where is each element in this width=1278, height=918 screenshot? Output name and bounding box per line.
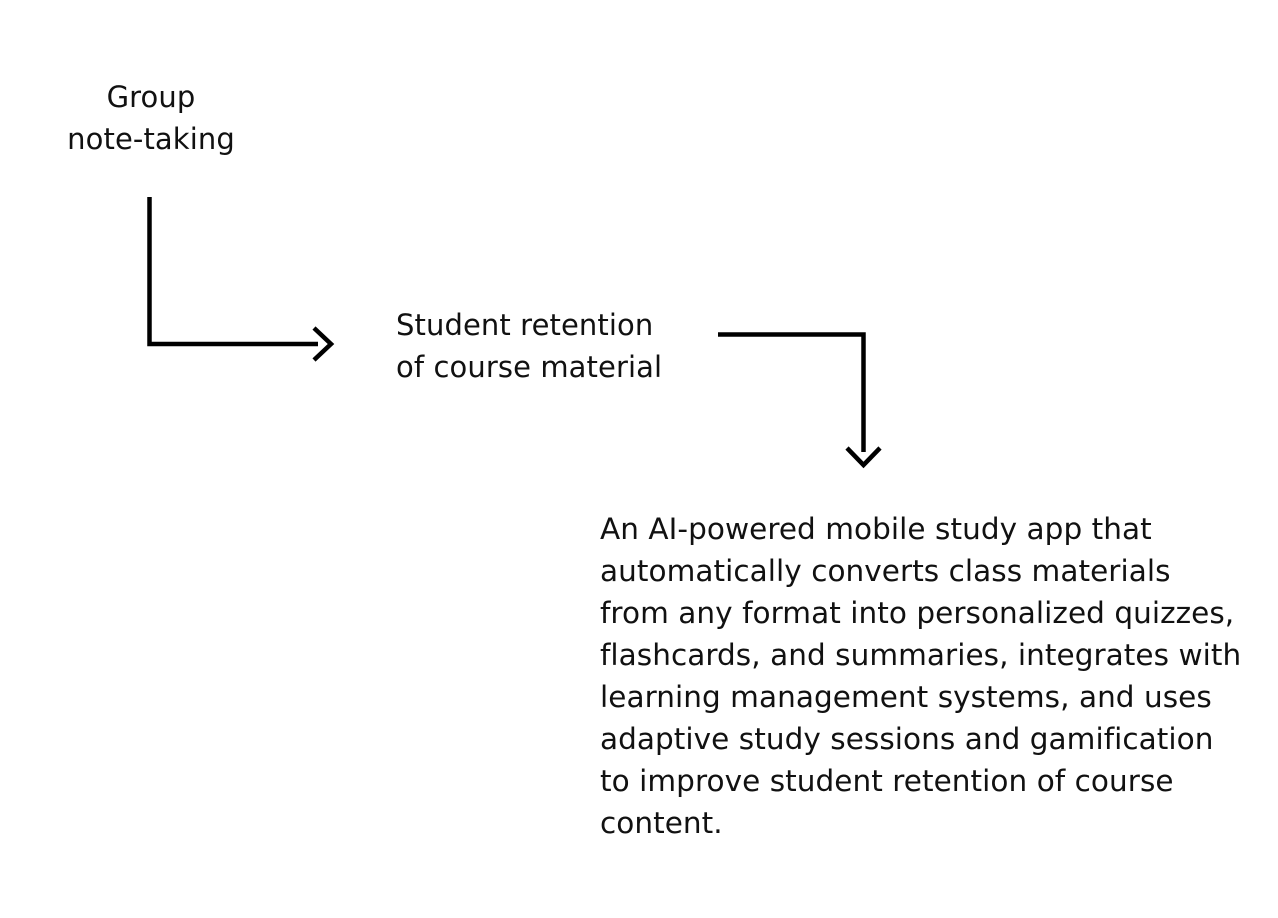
connector-line — [147, 197, 318, 347]
node-student-retention: Student retention of course material — [396, 308, 663, 384]
node-solution-description: An AI-powered mobile study app that auto… — [600, 512, 1242, 840]
arrowhead-right-icon — [312, 326, 335, 362]
connector-line — [718, 332, 866, 452]
arrowhead-down-icon — [845, 446, 882, 469]
node-group-note-taking: Group note-taking — [67, 80, 235, 156]
